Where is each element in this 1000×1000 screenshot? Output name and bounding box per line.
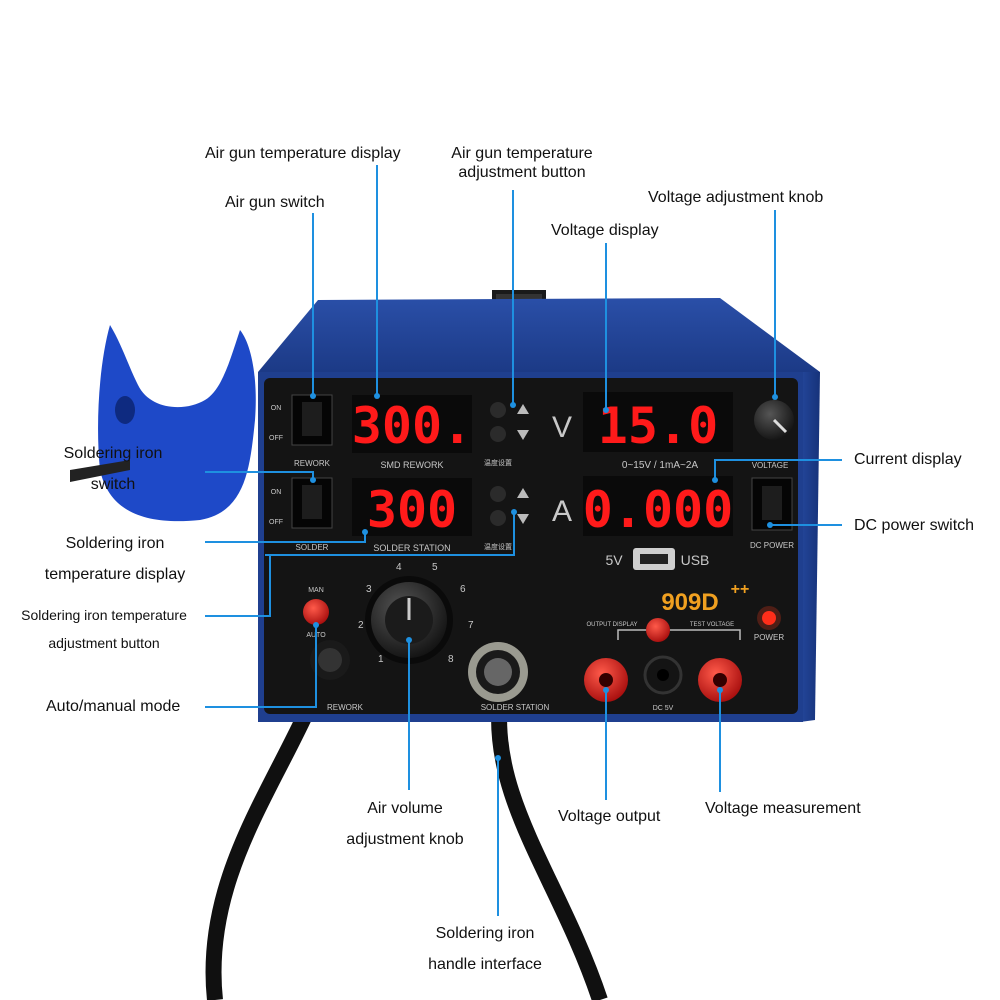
svg-text:SOLDER STATION: SOLDER STATION	[373, 543, 450, 553]
svg-text:OUTPUT DISPLAY: OUTPUT DISPLAY	[586, 622, 637, 628]
svg-text:REWORK: REWORK	[294, 459, 331, 468]
label-iron-temp-display: Soldering iron temperature display	[44, 535, 186, 583]
svg-text:DC 5V: DC 5V	[653, 705, 674, 712]
svg-text:POWER: POWER	[754, 633, 784, 642]
svg-text:1: 1	[378, 654, 384, 665]
label-voltage-measurement: Voltage measurement	[705, 800, 861, 817]
svg-text:SOLDER STATION: SOLDER STATION	[481, 703, 550, 712]
label-voltage-knob: Voltage adjustment knob	[648, 189, 824, 206]
iron-temp-readout: 300	[367, 481, 457, 539]
svg-text:2: 2	[358, 620, 364, 631]
mode-button	[303, 599, 329, 625]
label-iron-switch: Soldering iron switch	[63, 445, 163, 493]
svg-text:USB: USB	[681, 552, 710, 568]
power-led	[762, 611, 776, 625]
label-current-display: Current display	[854, 451, 962, 468]
air-temp-readout: 300.	[352, 397, 472, 455]
svg-text:A: A	[552, 495, 572, 528]
label-iron-temp-button: Soldering iron temperature adjustment bu…	[21, 607, 187, 651]
svg-text:OFF: OFF	[269, 519, 283, 526]
label-dc-power-switch: DC power switch	[854, 517, 975, 534]
svg-text:MAN: MAN	[308, 587, 324, 594]
label-air-gun-temp-display: Air gun temperature display	[205, 145, 401, 162]
iron-cable	[491, 699, 608, 1000]
svg-text:3: 3	[366, 584, 372, 595]
svg-text:OFF: OFF	[269, 435, 283, 442]
label-air-volume: Air volume adjustment knob	[346, 800, 464, 848]
label-auto-manual: Auto/manual mode	[46, 698, 181, 715]
svg-text:7: 7	[468, 620, 474, 631]
svg-text:ON: ON	[271, 489, 282, 496]
svg-text:SOLDER: SOLDER	[296, 543, 329, 552]
label-air-gun-switch: Air gun switch	[225, 194, 325, 211]
voltage-readout: 15.0	[598, 397, 718, 455]
callout-lines	[205, 165, 842, 916]
svg-text:6: 6	[460, 584, 466, 595]
label-iron-handle: Soldering iron handle interface	[428, 925, 542, 973]
label-voltage-output: Voltage output	[558, 808, 661, 825]
svg-text:8: 8	[448, 654, 454, 665]
svg-text:0~15V / 1mA~2A: 0~15V / 1mA~2A	[622, 460, 698, 471]
svg-text:4: 4	[396, 562, 402, 573]
label-voltage-display: Voltage display	[551, 222, 659, 239]
svg-text:5V: 5V	[605, 552, 623, 568]
svg-text:TEST VOLTAGE: TEST VOLTAGE	[690, 622, 734, 628]
svg-text:REWORK: REWORK	[327, 703, 364, 712]
svg-text:V: V	[552, 411, 572, 444]
callout-dots	[310, 393, 778, 761]
svg-text:909D: 909D	[661, 589, 718, 616]
svg-text:DC POWER: DC POWER	[750, 541, 794, 550]
current-readout: 0.000	[583, 481, 734, 539]
svg-text:5: 5	[432, 562, 438, 573]
svg-text:温度设置: 温度设置	[484, 458, 512, 467]
label-air-gun-temp-button: Air gun temperature adjustment button	[451, 145, 593, 181]
case-top	[258, 298, 820, 372]
svg-text:ON: ON	[271, 405, 282, 412]
svg-text:温度设置: 温度设置	[484, 542, 512, 551]
svg-text:VOLTAGE: VOLTAGE	[752, 461, 789, 470]
svg-text:++: ++	[731, 581, 750, 598]
svg-text:SMD REWORK: SMD REWORK	[381, 460, 444, 470]
